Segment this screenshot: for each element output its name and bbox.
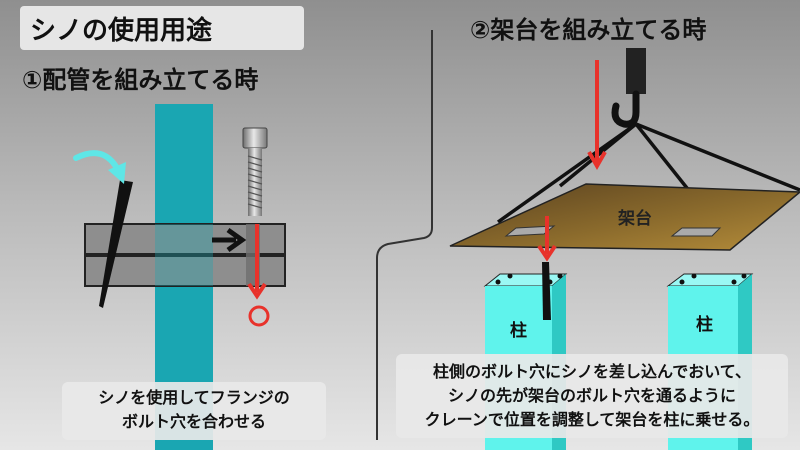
black-arrow [212,227,247,253]
caption-line: シノを使用してフランジの [98,388,290,407]
step1-heading: ①配管を組み立てる時 [22,66,259,94]
title-box [20,6,304,50]
bolt [242,127,268,216]
step2-caption: 柱側のボルト穴にシノを差し込んでおいて、 シノの先が架台のボルト穴を通るように … [396,354,788,438]
section-divider [376,30,433,440]
caption-line: クレーンで位置を調整して架台を柱に乗せる。 [424,410,760,429]
page-title: シノの使用用途 [30,16,213,46]
step2-heading: ②架台を組み立てる時 [470,16,707,44]
platform-label: 架台 [618,209,652,229]
caption-line: ボルト穴を合わせる [121,412,266,431]
red-arrow-left [247,224,267,300]
target-circle [248,305,270,327]
red-arrow-top [587,60,607,171]
step1-caption: シノを使用してフランジの ボルト穴を合わせる [62,382,326,440]
red-arrow-middle [537,216,557,262]
caption-line: シノの先が架台のボルト穴を通るように [447,386,736,405]
cyan-curved-arrow [73,150,121,173]
platform-bolt-holes [504,225,722,237]
column-label-2: 柱 [696,315,713,335]
caption-line: 柱側のボルト穴にシノを差し込んでおいて、 [433,362,751,381]
cyan-arrowhead [108,162,126,184]
crane-hook [611,48,646,128]
drift-pin [99,180,133,308]
column-label-1: 柱 [510,321,527,341]
